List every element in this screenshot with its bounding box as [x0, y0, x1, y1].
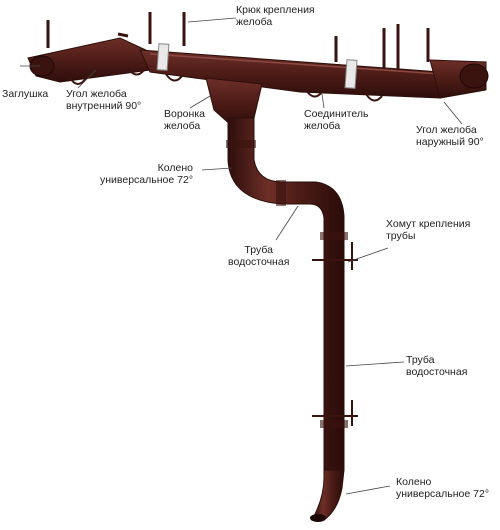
label-clamp: Хомут крепления трубы	[386, 218, 471, 242]
label-pipe-upper: Труба водосточная	[228, 244, 290, 268]
connector-bands	[156, 43, 358, 89]
hook-loops	[69, 67, 383, 102]
hooks	[46, 12, 430, 70]
leader-lines	[20, 17, 463, 495]
gutter-left-section	[27, 37, 151, 83]
label-outer-corner: Угол желоба наружный 90°	[416, 124, 484, 148]
downpipe	[226, 117, 348, 522]
label-connector: Соединитель желоба	[304, 108, 369, 132]
pipe-clamps	[312, 242, 358, 426]
label-pipe-lower: Труба водосточная	[406, 354, 468, 378]
label-end-cap: Заглушка	[2, 88, 49, 100]
label-elbow-top: Колено универсальное 72°	[100, 162, 194, 186]
label-elbow-bottom: Колено универсальное 72°	[396, 476, 490, 500]
label-inner-corner: Угол желоба внутренний 90°	[66, 88, 142, 112]
gutter-main-section	[139, 49, 489, 99]
label-hook: Крюк крепления желоба	[236, 4, 315, 28]
label-funnel: Воронка желоба	[164, 108, 205, 132]
